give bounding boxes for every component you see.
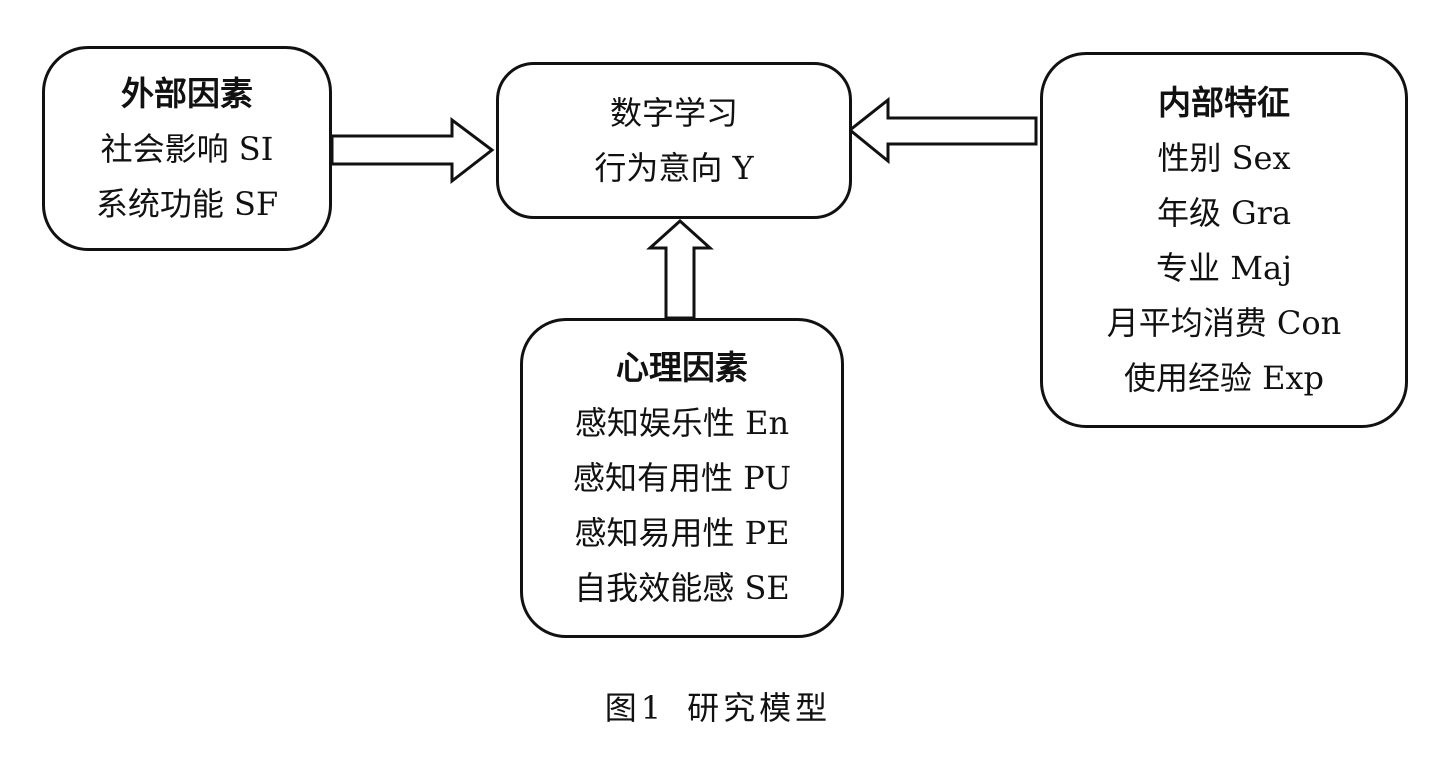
- behavioral-intention-line: 行为意向 Y: [594, 148, 754, 187]
- internal-characteristic-item: 月平均消费 Con: [1106, 303, 1342, 342]
- psychological-factor-item: 自我效能感 SE: [574, 569, 790, 607]
- internal-characteristic-item: 专业 Maj: [1156, 248, 1292, 287]
- arrow-internal-to-target: [847, 96, 1038, 165]
- arrow-psych-to-target: [646, 218, 714, 320]
- external-factors-title: 外部因素: [121, 73, 253, 113]
- psychological-factors-box: 心理因素 感知娱乐性 En 感知有用性 PU 感知易用性 PE 自我效能感 SE: [520, 318, 844, 638]
- arrow-external-to-target: [330, 117, 495, 185]
- psychological-factor-item: 感知有用性 PU: [572, 459, 792, 497]
- behavioral-intention-box: 数字学习 行为意向 Y: [496, 62, 852, 219]
- figure-caption: 图1 研究模型: [0, 688, 1436, 728]
- figure-number: 图1: [604, 689, 666, 727]
- psychological-factor-item: 感知易用性 PE: [574, 514, 790, 552]
- external-factor-item: 系统功能 SF: [95, 184, 279, 223]
- external-factors-box: 外部因素 社会影响 SI 系统功能 SF: [42, 46, 332, 251]
- psychological-factor-item: 感知娱乐性 En: [574, 404, 790, 442]
- external-factor-item: 社会影响 SI: [100, 129, 274, 168]
- behavioral-intention-line: 数字学习: [609, 93, 738, 132]
- figure-caption-text: 研究模型: [687, 689, 832, 727]
- internal-characteristic-item: 使用经验 Exp: [1123, 358, 1325, 397]
- internal-characteristic-item: 年级 Gra: [1156, 193, 1292, 232]
- psychological-factors-title: 心理因素: [616, 348, 748, 387]
- internal-characteristics-title: 内部特征: [1158, 82, 1290, 122]
- internal-characteristic-item: 性别 Sex: [1157, 138, 1291, 177]
- internal-characteristics-box: 内部特征 性别 Sex 年级 Gra 专业 Maj 月平均消费 Con 使用经验…: [1040, 52, 1408, 428]
